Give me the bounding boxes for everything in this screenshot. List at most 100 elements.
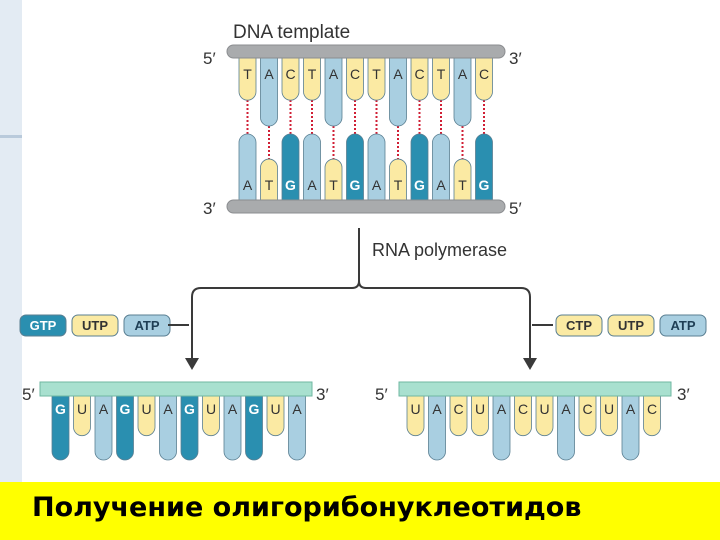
right-rna-base: C (449, 395, 468, 436)
left-rna-base-shape (223, 395, 242, 461)
right-branch-line (358, 280, 531, 360)
dna-top-base: C (475, 57, 493, 101)
left-rna-base-letter: U (77, 401, 87, 417)
right-rna-base: A (428, 395, 446, 461)
hydrogen-bonds (246, 100, 485, 160)
dna-bottom-base-shape (475, 133, 493, 201)
dna-bottom-base: T (453, 158, 472, 201)
left-rna-base-shape (137, 395, 156, 436)
dna-bottom-base: A (238, 133, 257, 201)
dna-top-base-letter: C (479, 66, 489, 82)
left-rna-base: A (94, 395, 113, 461)
left-rna-base-shape (51, 395, 70, 461)
dna-top-base-shape (410, 57, 429, 101)
dna-top-base-letter: T (308, 66, 317, 82)
dna-bottom-base-letter: T (329, 177, 338, 193)
left-rna-base-letter: U (270, 401, 280, 417)
dna-bottom-base-shape (367, 133, 386, 201)
right-rna-base-letter: U (410, 401, 420, 417)
right-pill-label: ATP (670, 318, 695, 333)
left-rna-base-shape (116, 395, 134, 461)
left-rna-base-shape (180, 395, 199, 461)
dna-top-base: T (238, 57, 257, 101)
left-rna-base: G (116, 395, 134, 461)
right-rna-base: C (514, 395, 532, 436)
dna-bottom-base: G (475, 133, 493, 201)
left-rna-base-shape (73, 395, 91, 436)
left-rna-base: U (73, 395, 91, 436)
right-rna-base: A (557, 395, 575, 461)
left-pill-utp (71, 314, 119, 337)
dna-bottom-backbone (226, 199, 506, 214)
dna-top-3-label: 3′ (509, 49, 522, 68)
left-rna-base-letter: G (55, 401, 66, 417)
left-rna-base-shape (266, 395, 285, 436)
dna-top-base-letter: T (372, 66, 381, 82)
dna-template-title: DNA template (233, 22, 350, 43)
dna-top-base: C (346, 57, 364, 101)
dna-bottom-base-letter: A (372, 177, 382, 193)
left-rna-base-letter: U (206, 401, 216, 417)
right-rna-base: A (492, 395, 511, 461)
dna-bottom-base-letter: A (243, 177, 253, 193)
right-rna-base-shape (406, 395, 425, 436)
dna-bottom-base-shape (303, 133, 321, 201)
left-pill-label: UTP (82, 318, 108, 333)
dna-bottom-base-letter: A (307, 177, 317, 193)
left-rna-base-letter: A (292, 401, 302, 417)
dna-top-5-label: 5′ (203, 49, 216, 68)
left-arrow-head (185, 358, 199, 370)
dna-bottom-base: G (346, 133, 364, 201)
side-decoration-dash (0, 135, 22, 138)
right-pill-label: CTP (566, 318, 592, 333)
right-rna-base-shape (557, 395, 575, 461)
left-rna-base: A (223, 395, 242, 461)
left-rna-base-letter: A (228, 401, 238, 417)
dna-bottom-base-letter: A (436, 177, 446, 193)
right-rna-base-shape (492, 395, 511, 461)
right-rna-3-label: 3′ (677, 385, 690, 404)
right-rna-base: U (406, 395, 425, 436)
dna-bottom-base-shape (453, 158, 472, 201)
left-branch-line (191, 228, 360, 360)
dna-bottom-base-shape (238, 133, 257, 201)
dna-top-backbone (226, 44, 506, 59)
left-rna-base-letter: G (249, 401, 260, 417)
left-rna-base-shape (202, 395, 220, 436)
right-rna-base: U (471, 395, 489, 436)
right-rna-5-label: 5′ (375, 385, 388, 404)
slide-title-bar: Получение олигорибонуклеотидов (0, 482, 720, 540)
right-rna-base: U (600, 395, 618, 436)
left-rna-base: U (202, 395, 220, 436)
right-rna-base-shape (514, 395, 532, 436)
dna-bottom-base-shape (324, 158, 343, 201)
left-rna-base-letter: G (120, 401, 131, 417)
left-rna-base-shape (159, 395, 177, 461)
dna-top-base-shape (303, 57, 321, 101)
left-rna-base-shape (245, 395, 263, 461)
slide-title: Получение олигорибонуклеотидов (32, 492, 582, 523)
right-rna-base-shape (535, 395, 554, 436)
dna-top-base-shape (281, 57, 300, 101)
dna-bottom-base-letter: G (350, 177, 361, 193)
right-rna-strip (398, 381, 672, 397)
right-rna-base-shape (600, 395, 618, 436)
right-rna-base-letter: C (582, 401, 592, 417)
dna-top-base-letter: C (285, 66, 295, 82)
side-decoration (0, 0, 22, 482)
dna-top-base: A (389, 57, 407, 127)
dna-top-base: C (281, 57, 300, 101)
right-rna-base-shape (643, 395, 661, 436)
left-rna-base: G (245, 395, 263, 461)
left-rna-5-label: 5′ (22, 385, 35, 404)
dna-top-base-shape (475, 57, 493, 101)
left-rna-base-shape (94, 395, 113, 461)
dna-top-base-letter: C (414, 66, 424, 82)
right-pill-label: UTP (618, 318, 644, 333)
